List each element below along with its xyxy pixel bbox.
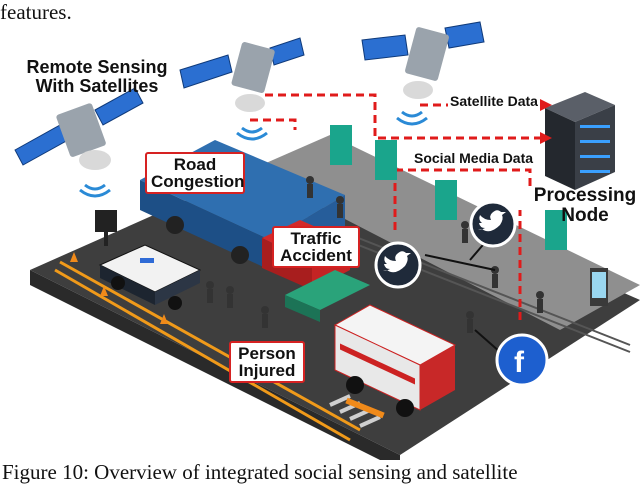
road-side — [30, 270, 400, 460]
traffic-accident-label: Traffic Accident — [272, 226, 360, 268]
arrow-head-2 — [540, 99, 552, 111]
traffic-line1: Traffic — [290, 229, 342, 248]
processing-line1: Processing — [533, 185, 637, 206]
processing-node-label: Processing Node — [530, 186, 640, 226]
processing-line2: Node — [561, 205, 609, 226]
roadside-sign-icon — [95, 210, 117, 246]
road-line1: Road — [173, 155, 217, 174]
satellite-icon-middle — [179, 37, 305, 141]
traffic-line2: Accident — [280, 246, 352, 265]
caption-bottom: Figure 10: Overview of integrated social… — [2, 460, 518, 484]
remote-sensing-line2: With Satellites — [35, 76, 159, 96]
crashed-car-icon — [285, 270, 370, 322]
twitter-icon-2 — [374, 241, 422, 289]
server-icon — [545, 92, 615, 190]
road-line2: Congestion — [151, 172, 245, 191]
people — [206, 176, 544, 333]
police-car-icon — [98, 244, 202, 310]
remote-sensing-label: Remote Sensing With Satellites — [20, 58, 174, 96]
svg-text:f: f — [514, 346, 525, 379]
ambulance-icon — [333, 304, 457, 417]
person-injured-label: Person Injured — [229, 341, 305, 383]
facebook-icon: f — [474, 329, 549, 387]
barrier — [345, 397, 385, 419]
twitter-icon — [424, 200, 517, 271]
remote-sensing-line1: Remote Sensing — [26, 57, 168, 77]
tree-pillars — [330, 125, 567, 250]
person-line2: Injured — [238, 361, 296, 380]
person-line1: Person — [238, 344, 296, 363]
caption-top: features. — [0, 0, 72, 24]
kiosk-icon — [590, 268, 608, 306]
sidewalk — [250, 135, 640, 330]
satellite-data-label: Satellite Data — [448, 93, 540, 109]
lane-markings — [54, 260, 361, 442]
satellite-icon-right — [361, 21, 485, 126]
satellite-icon-left — [14, 87, 144, 198]
road-congestion-label: Road Congestion — [145, 152, 245, 194]
diagram-scene: f — [14, 21, 640, 460]
social-media-data-label: Social Media Data — [412, 150, 536, 166]
arrow-head — [540, 132, 552, 144]
